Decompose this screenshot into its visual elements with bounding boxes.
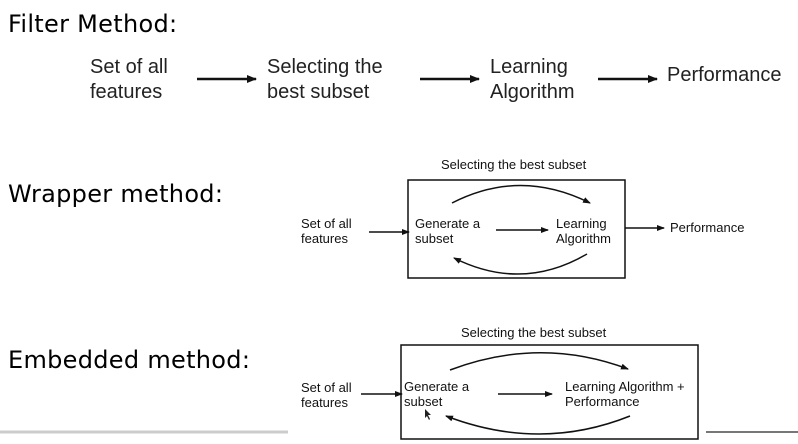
embedded-generate-line2: subset xyxy=(404,394,443,409)
wrapper-generate-line2: subset xyxy=(415,231,454,246)
embedded-learning-algorithm-performance: Learning Algorithm + Performance xyxy=(565,379,685,409)
filter-step3-line1: Learning xyxy=(490,56,568,78)
filter-step2-line2: best subset xyxy=(267,81,370,103)
embedded-learning-line2: Performance xyxy=(565,394,640,409)
filter-step2-line1: Selecting the xyxy=(267,56,383,78)
wrapper-top-loop-arrow xyxy=(451,184,591,204)
embedded-selection-box xyxy=(400,344,699,440)
filter-performance: Performance xyxy=(667,64,782,86)
wrapper-generate-subset: Generate a subset xyxy=(415,216,480,246)
wrapper-learning-line2: Algorithm xyxy=(556,231,611,246)
filter-set-of-all-features: Set of all features xyxy=(90,55,168,105)
filter-step1-line2: features xyxy=(90,81,163,103)
mouse-cursor-icon xyxy=(425,409,431,420)
embedded-learning-line1: Learning Algorithm + xyxy=(565,379,685,394)
wrapper-box-title: Selecting the best subset xyxy=(441,157,587,172)
wrapper-input-line1: Set of all xyxy=(301,216,352,231)
filter-step3-line2: Algorithm xyxy=(490,81,575,103)
wrapper-performance: Performance xyxy=(670,220,745,235)
embedded-top-loop-arrow xyxy=(449,352,629,371)
wrapper-generate-line1: Generate a xyxy=(415,216,481,231)
embedded-generate-line1: Generate a xyxy=(404,379,470,394)
embedded-input-line1: Set of all xyxy=(301,380,352,395)
embedded-bottom-loop-arrow xyxy=(445,415,631,435)
wrapper-set-of-all-features: Set of all features xyxy=(301,216,352,246)
embedded-generate-subset: Generate a subset xyxy=(404,379,469,409)
embedded-input-line2: features xyxy=(301,395,348,410)
wrapper-learning-algorithm: Learning Algorithm xyxy=(556,216,611,246)
filter-step1-line1: Set of all xyxy=(90,56,168,78)
embedded-set-of-all-features: Set of all features xyxy=(301,380,352,410)
wrapper-selection-box xyxy=(407,179,626,279)
wrapper-method-heading: Wrapper method: xyxy=(8,180,224,208)
filter-learning-algorithm: Learning Algorithm xyxy=(490,55,574,105)
wrapper-input-line2: features xyxy=(301,231,348,246)
wrapper-bottom-loop-arrow xyxy=(453,253,588,275)
filter-selecting-best-subset: Selecting the best subset xyxy=(267,55,383,105)
embedded-box-title: Selecting the best subset xyxy=(461,325,607,340)
filter-method-heading: Filter Method: xyxy=(8,10,178,38)
wrapper-learning-line1: Learning xyxy=(556,216,607,231)
embedded-method-heading: Embedded method: xyxy=(8,346,251,374)
